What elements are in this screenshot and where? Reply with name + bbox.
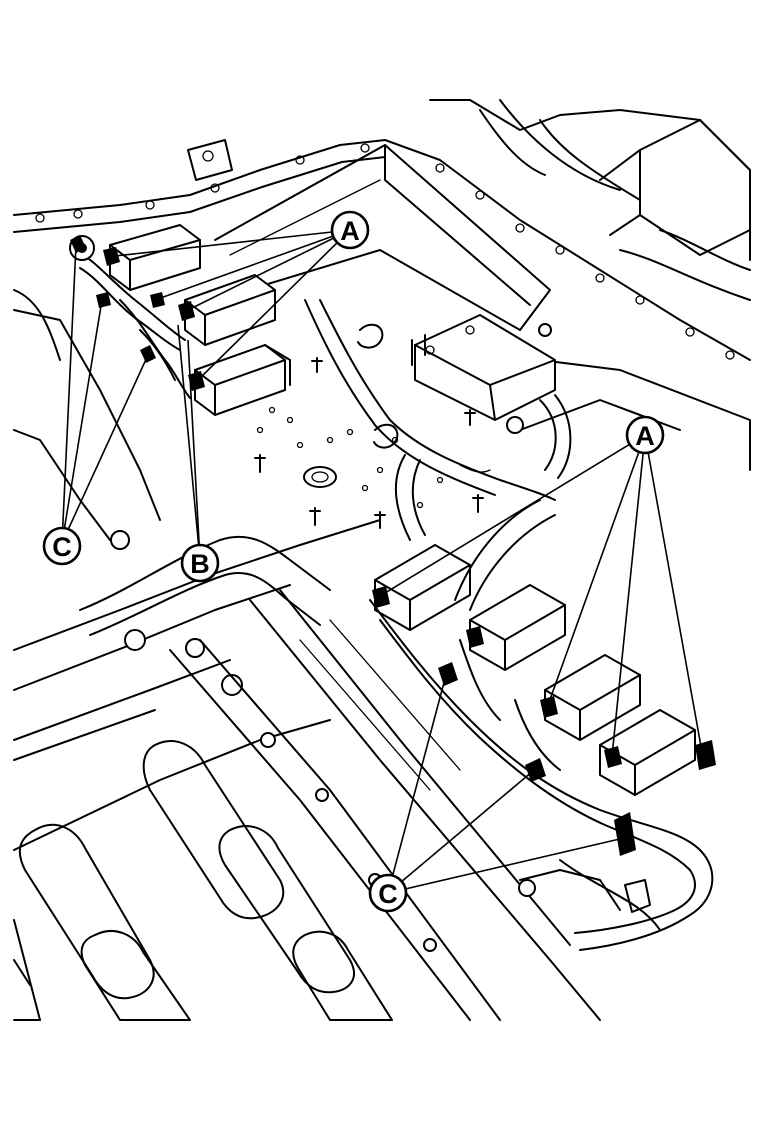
vehicle-floor-illustration	[13, 99, 751, 1021]
panel-holes	[256, 406, 444, 509]
callout-c-left-label: C	[52, 532, 72, 562]
leader-lines	[61, 229, 703, 894]
floor-recesses	[18, 740, 393, 1021]
callout-c-lower: C	[368, 873, 408, 913]
callout-a-upper-label: A	[340, 216, 360, 246]
callout-a-upper: A	[330, 210, 370, 250]
callout-c-lower-label: C	[378, 879, 398, 909]
upper-module-bank	[69, 224, 286, 416]
harness-clips	[70, 235, 546, 782]
callout-a-lower: A	[625, 415, 665, 455]
flange-bolts	[35, 143, 735, 360]
lower-module-bank	[372, 544, 716, 856]
callout-b-label: B	[190, 549, 210, 579]
floor-studs	[254, 357, 484, 529]
callout-a-lower-label: A	[635, 421, 655, 451]
callout-c-left: C	[42, 526, 82, 566]
callout-b: B	[180, 543, 220, 583]
center-control-unit	[411, 314, 556, 434]
